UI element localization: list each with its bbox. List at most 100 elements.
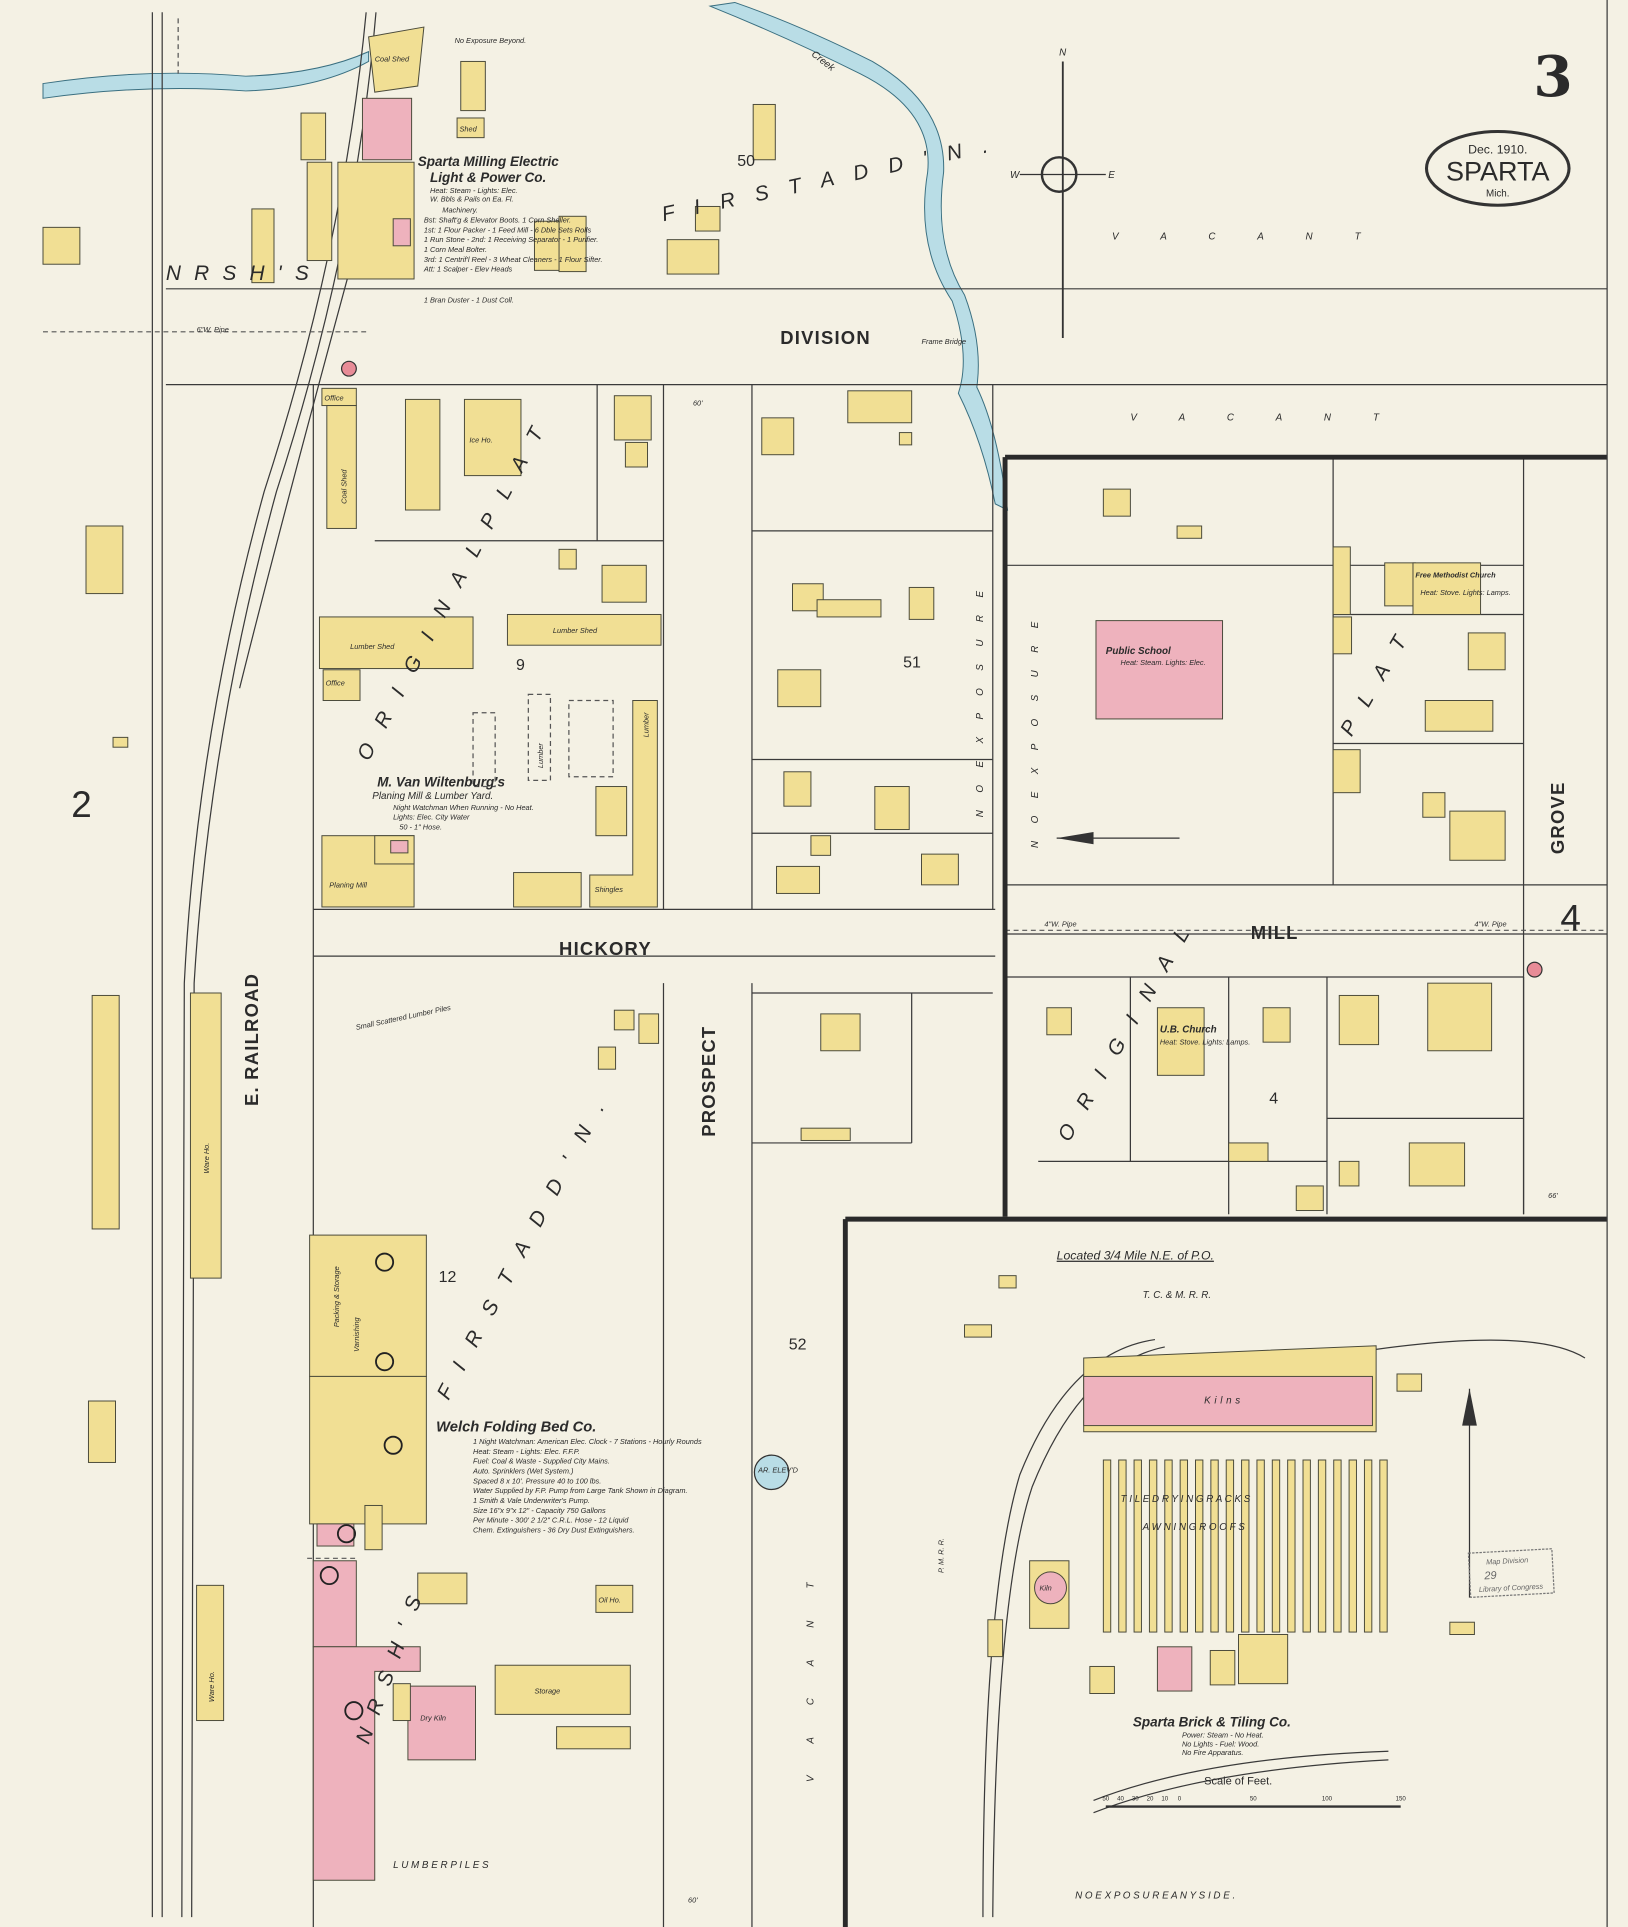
note: 3rd: 1 Centrif'l Reel - 3 Wheat Cleaners… (424, 255, 603, 264)
drying-rack (1118, 1459, 1127, 1633)
located-note: Located 3/4 Mile N.E. of P.O. (1057, 1249, 1214, 1263)
van-wiltenburg-name2: Planing Mill & Lumber Yard. (372, 791, 493, 802)
note: Night Watchman When Running - No Heat. (393, 803, 534, 812)
street-e-railroad: E. RAILROAD (241, 973, 262, 1106)
scale-tick-label: 100 (1322, 1795, 1333, 1802)
block-50: 50 (737, 153, 755, 170)
label: Kiln (1039, 1583, 1051, 1592)
drying-rack (1164, 1459, 1173, 1633)
north-arrow-icon (1462, 1388, 1477, 1598)
note: 1 Smith & Vale Underwriter's Pump. (473, 1496, 590, 1505)
scale-title: Scale of Feet. (1204, 1775, 1272, 1787)
stamp-line2: 29 (1483, 1570, 1497, 1583)
scale-tick-label: 30 (1132, 1795, 1139, 1802)
label: Free Methodist Church (1415, 571, 1496, 580)
north-arrow-west-icon (1056, 832, 1180, 845)
note: Spaced 8 x 10'. Pressure 40 to 100 lbs. (473, 1476, 601, 1485)
sparta-milling-name: Sparta Milling Electric (418, 154, 560, 169)
drying-rack (1195, 1459, 1204, 1633)
lumber-piles: L U M B E R P I L E S (393, 1860, 489, 1871)
drying-rack (1287, 1459, 1296, 1633)
library-stamp: Map Division 29 Library of Congress (1467, 1548, 1555, 1598)
label: Ice Ho. (469, 435, 492, 444)
drying-rack (1241, 1459, 1250, 1633)
street-prospect: PROSPECT (698, 1026, 719, 1137)
stamp-line3: Library of Congress (1479, 1582, 1544, 1594)
scale-tick-label: 0 (1178, 1795, 1182, 1802)
adjoining-sheet-right: 4 (1560, 897, 1580, 938)
drying-rack (1210, 1459, 1219, 1633)
stamp-date: Dec. 1910. (1468, 143, 1527, 157)
frame-bridge-label: Frame Bridge (922, 337, 967, 346)
note: 50 - 1" Hose. (399, 823, 442, 832)
block-9: 9 (516, 657, 525, 674)
label: U.B. Church (1160, 1024, 1217, 1035)
page-number: 3 (1533, 44, 1572, 110)
note: Heat: Steam - Lights: Elec. (430, 186, 518, 195)
scale-tick-label: 150 (1396, 1795, 1407, 1802)
hydrant-icon (1526, 961, 1543, 978)
label: Heat: Stove. Lights: Lamps. (1160, 1038, 1250, 1047)
label: Storage (534, 1686, 560, 1695)
no-exposure-beyond: No Exposure Beyond. (455, 36, 527, 45)
sprinkler-markers (319, 1252, 403, 1721)
compass-w: W (1010, 170, 1021, 181)
sparta-milling-block: Sparta Milling Electric Light & Power Co… (418, 154, 603, 304)
brick-tiling-name: Sparta Brick & Tiling Co. (1133, 1715, 1291, 1730)
compass-rose-icon: N W E (1010, 47, 1115, 338)
label: Coal Shed (339, 469, 348, 504)
label: Kilns (1204, 1395, 1244, 1406)
label: Coal Shed (375, 54, 410, 63)
vacant-mid: V A C A N T (1130, 412, 1398, 423)
railroad-label: T. C. & M. R. R. (1143, 1290, 1211, 1301)
note: Size 16"x 9"x 12" - Capacity 750 Gallons (473, 1506, 606, 1515)
note: W. Bbls & Pails on Ea. Fl. (430, 195, 514, 204)
note: 1 Night Watchman: American Elec. Clock -… (473, 1437, 702, 1446)
label: Lumber (642, 712, 651, 738)
note: Heat: Steam - Lights: Elec. F.F.P. (473, 1447, 580, 1456)
label: Oil Ho. (598, 1596, 620, 1605)
note: Water Supplied by F.P. Pump from Large T… (473, 1486, 687, 1495)
label: Lumber Shed (350, 642, 395, 651)
drying-rack (1225, 1459, 1235, 1633)
drying-rack (1256, 1459, 1265, 1633)
block-52: 52 (789, 1336, 807, 1353)
label: Office (326, 679, 345, 688)
compass-e: E (1108, 170, 1115, 181)
note: Att: 1 Scalper - Elev Heads (423, 265, 513, 274)
buildings (42, 26, 1506, 1881)
note: Lights: Elec. City Water (393, 813, 470, 822)
label: Heat: Steam. Lights: Elec. (1121, 658, 1206, 667)
van-wiltenburg-block: M. Van Wiltenburg's Planing Mill & Lumbe… (372, 775, 533, 832)
street-division: DIVISION (780, 327, 871, 348)
street-hickory: HICKORY (559, 938, 652, 959)
stamp-line1: Map Division (1486, 1555, 1529, 1566)
label: Lumber Shed (553, 626, 598, 635)
vacant-top: V A C A N T (1112, 232, 1380, 243)
elevated-tank (753, 1454, 790, 1491)
label: Dry Kiln (420, 1714, 446, 1723)
no-exposure-any-side: N O E X P O S U R E A N Y S I D E . (1075, 1891, 1235, 1902)
north-s-top: N R S H ' S (166, 262, 313, 285)
scale-tick-label: 20 (1147, 1795, 1154, 1802)
hydrant-icon (340, 360, 357, 377)
label: Public School (1106, 646, 1171, 657)
street-grove: GROVE (1547, 781, 1568, 854)
drying-rack (1148, 1459, 1158, 1633)
label: Varnishing (352, 1316, 361, 1351)
note: Auto. Sprinklers (Wet System.) (472, 1467, 574, 1476)
note: No Fire Apparatus. (1182, 1748, 1243, 1757)
title-stamp: Dec. 1910. Sparta Mich. (1424, 129, 1571, 207)
drying-rack (1179, 1459, 1189, 1633)
no-exposure-east: N O E X P O S U R E (1030, 614, 1041, 848)
note: No Lights - Fuel: Wood. (1182, 1739, 1259, 1748)
drying-rack (1363, 1459, 1373, 1633)
block-12: 12 (439, 1269, 457, 1286)
label: Heat: Stove. Lights: Lamps. (1420, 588, 1510, 597)
welch-block: Welch Folding Bed Co. 1 Night Watchman: … (436, 1420, 702, 1535)
label: A W N I N G R O O F S (1142, 1522, 1246, 1533)
note: Per Minute - 300' 2 1/2" C.R.L. Hose - 1… (473, 1516, 629, 1525)
note: 1st: 1 Flour Packer - 1 Feed Mill - 6 Db… (424, 225, 592, 234)
label: Shingles (595, 885, 624, 894)
